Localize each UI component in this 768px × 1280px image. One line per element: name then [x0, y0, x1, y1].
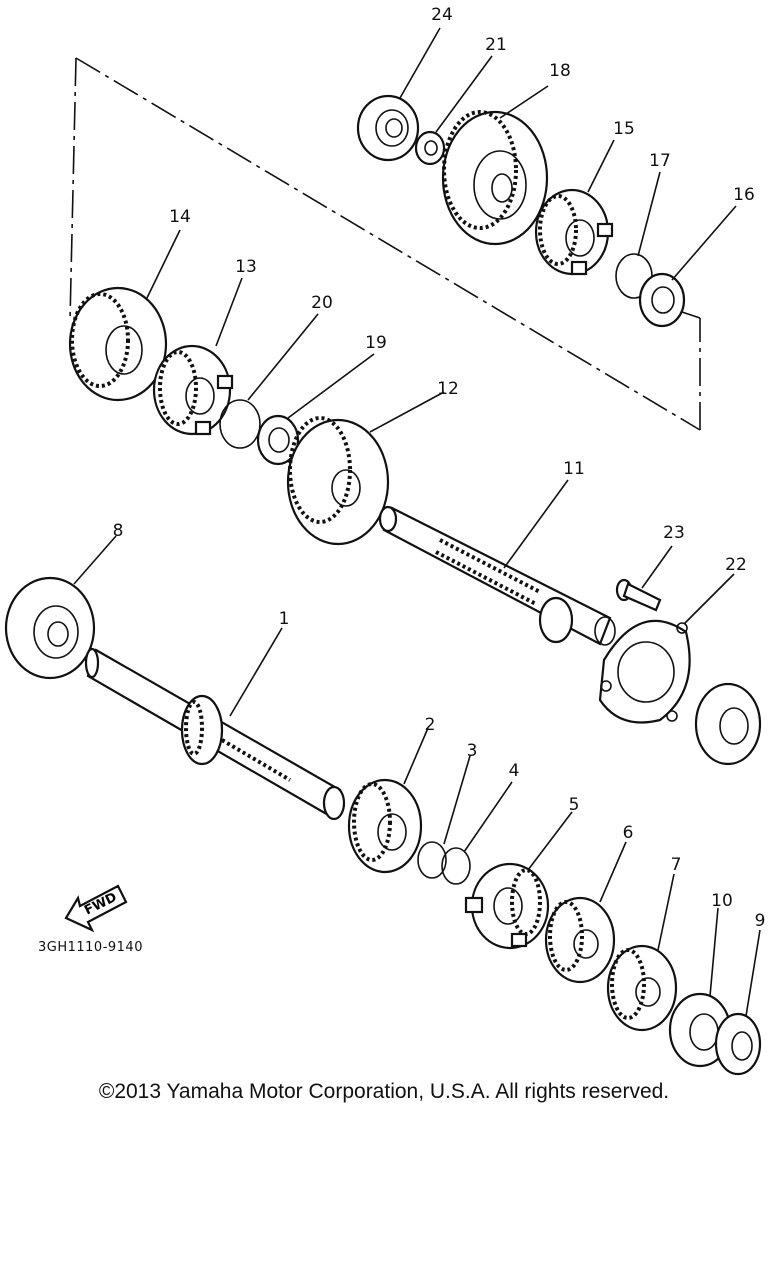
- part-19-washer: [256, 414, 300, 466]
- part-24-bearing: [356, 94, 420, 162]
- part-9-bearing: [714, 1012, 762, 1076]
- part-12-gear: [286, 416, 390, 546]
- callout-22: 22: [725, 555, 747, 575]
- part-10-collar: [668, 992, 732, 1068]
- copyright-notice: ©2013 Yamaha Motor Corporation, U.S.A. A…: [98, 1080, 670, 1103]
- callout-11: 11: [563, 459, 585, 479]
- leader-lines: [73, 27, 761, 1017]
- callout-14: 14: [169, 207, 191, 227]
- part-14-gear: [68, 286, 168, 402]
- part-1-shaft: [84, 647, 346, 821]
- fwd-arrow-icon: FWD: [64, 884, 128, 933]
- part-18-gear: [441, 110, 549, 246]
- callout-2: 2: [425, 715, 436, 735]
- callout-24: 24: [431, 5, 453, 25]
- callout-15: 15: [613, 119, 635, 139]
- callout-3: 3: [467, 741, 478, 761]
- callout-12: 12: [437, 379, 459, 399]
- part-21-washer: [414, 130, 446, 166]
- callout-23: 23: [663, 523, 685, 543]
- callout-7: 7: [671, 855, 682, 875]
- part-7-gear: [606, 944, 678, 1032]
- part-6-gear: [544, 896, 616, 984]
- callout-5: 5: [569, 795, 580, 815]
- part-13-gear: [152, 344, 234, 436]
- part-15-gear: [534, 188, 614, 276]
- diagram-code: 3GH1110-9140: [38, 940, 143, 955]
- part-16-washer: [638, 272, 686, 328]
- callout-17: 17: [649, 151, 671, 171]
- part-right-bearing: [694, 682, 762, 766]
- part-4-circlip: [441, 847, 471, 885]
- part-3-washer: [417, 841, 447, 879]
- callout-10: 10: [711, 891, 733, 911]
- callout-19: 19: [365, 333, 387, 353]
- part-2-gear: [347, 778, 423, 874]
- callout-18: 18: [549, 61, 571, 81]
- callout-16: 16: [733, 185, 755, 205]
- callout-6: 6: [623, 823, 634, 843]
- callout-9: 9: [755, 911, 766, 931]
- part-22-plate: [598, 619, 691, 724]
- part-20-circlip: [219, 399, 261, 449]
- callout-8: 8: [113, 521, 124, 541]
- callout-labels: 24 21 18 15 17 16 14 13 20 19 12 11 8 23…: [113, 5, 766, 931]
- part-23-bolt: [615, 578, 662, 612]
- callout-4: 4: [509, 761, 520, 781]
- part-8-bearing: [4, 576, 96, 680]
- callout-13: 13: [235, 257, 257, 277]
- callout-20: 20: [311, 293, 333, 313]
- part-5-gear: [464, 862, 550, 950]
- part-11-axle: [378, 505, 616, 646]
- callout-21: 21: [485, 35, 507, 55]
- callout-1: 1: [279, 609, 290, 629]
